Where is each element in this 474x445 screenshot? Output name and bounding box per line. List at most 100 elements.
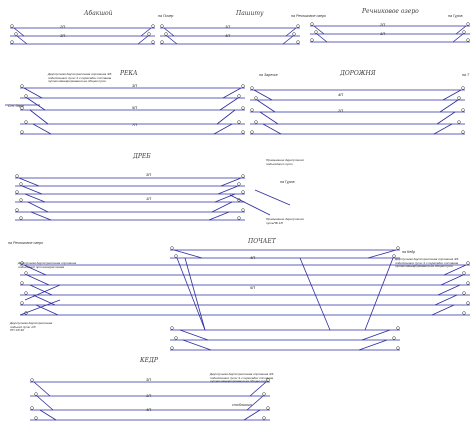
direction-label: Ст. Заря — [8, 104, 24, 108]
signal-icon — [237, 198, 241, 202]
turnout-line — [166, 35, 178, 45]
track-label: 4П — [146, 407, 152, 412]
signal-icon — [462, 311, 466, 315]
signal-icon — [174, 336, 178, 340]
turnout-line — [176, 257, 206, 331]
signal-icon — [310, 38, 314, 42]
turnout-line — [262, 123, 282, 135]
signal-icon — [392, 254, 396, 258]
signal-icon — [250, 130, 254, 134]
signal-icon — [160, 40, 164, 44]
station-title: РЕКА — [120, 70, 138, 77]
turnout-line — [163, 27, 175, 37]
signal-icon — [10, 24, 14, 28]
signal-icon — [262, 416, 266, 420]
signal-icon — [292, 32, 296, 36]
signal-icon — [296, 40, 300, 44]
turnout-line — [246, 395, 264, 411]
signal-icon — [250, 86, 254, 90]
turnout-line — [220, 177, 242, 187]
turnout-line — [437, 284, 461, 296]
track-label: 4П — [250, 255, 256, 260]
signal-icon — [310, 22, 314, 26]
scheme-note: Примыкание двухпутного путьПБ 1/8 — [266, 217, 305, 225]
turnout-line — [243, 409, 261, 421]
turnout-line — [440, 274, 464, 286]
signal-icon — [466, 301, 470, 305]
turnout-line — [211, 201, 233, 213]
signal-icon — [24, 120, 28, 124]
scheme-note: Двухпутная двухстрелочная горловина 4/6 … — [48, 72, 112, 84]
turnout-line — [36, 395, 54, 411]
track-label: 4П — [338, 92, 344, 97]
scheme-note: Двухпутная двухстрелочная горловина подъ… — [18, 261, 77, 269]
signal-icon — [457, 120, 461, 124]
turnout-line — [16, 35, 28, 45]
signal-icon — [237, 216, 241, 220]
track-label: 2П — [338, 108, 344, 113]
signal-icon — [20, 301, 24, 305]
turnout-line — [285, 27, 297, 37]
signal-icon — [19, 182, 23, 186]
branch-line — [229, 194, 271, 216]
direction-label: на Речниковое озеро — [291, 14, 327, 18]
signal-icon — [237, 120, 241, 124]
signal-icon — [461, 130, 465, 134]
signal-icon — [14, 32, 18, 36]
direction-label: на Пичер — [158, 14, 174, 18]
turnout-line — [23, 87, 43, 99]
turnout-line — [35, 304, 59, 316]
signal-icon — [466, 261, 470, 265]
signal-icon — [24, 291, 28, 295]
signal-icon — [151, 40, 155, 44]
track-label: 7П — [132, 122, 138, 127]
turnout-line — [27, 201, 49, 213]
turnout-line — [39, 409, 57, 421]
signal-icon — [24, 271, 28, 275]
turnout-line — [26, 274, 50, 286]
turnout-line — [26, 97, 46, 111]
track-label: 3П — [132, 83, 138, 88]
turnout-line — [259, 111, 279, 125]
signal-icon — [151, 24, 155, 28]
signal-icon — [241, 106, 245, 110]
station-title: Пашиту — [236, 10, 264, 17]
signal-icon — [174, 254, 178, 258]
signal-icon — [15, 190, 19, 194]
signal-icon — [396, 246, 400, 250]
turnout-line — [358, 339, 388, 351]
direction-label: на Т — [462, 73, 470, 77]
turnout-line — [217, 185, 239, 195]
turnout-line — [431, 304, 455, 316]
track-label: 2П — [60, 24, 66, 29]
track-label: 1П — [225, 24, 231, 29]
signal-icon — [241, 190, 245, 194]
track-label: 1П — [146, 393, 152, 398]
turnout-line — [33, 381, 51, 397]
signal-icon — [392, 336, 396, 340]
signal-icon — [461, 108, 465, 112]
direction-label: стоблисько — [232, 403, 253, 407]
turnout-line — [32, 123, 52, 135]
turnout-line — [214, 193, 236, 203]
signal-icon — [466, 38, 470, 42]
signal-icon — [296, 24, 300, 28]
scheme-note: Примыкание двухпутного подъездного пути — [266, 158, 305, 166]
tracks-layer — [5, 25, 470, 421]
turnout-line — [222, 87, 242, 99]
signal-icon — [170, 246, 174, 250]
turnout-line — [455, 25, 467, 35]
turnout-line — [434, 294, 458, 306]
signal-icon — [20, 84, 24, 88]
signal-icon — [266, 406, 270, 410]
track-label: 5П — [132, 105, 138, 110]
signal-icon — [19, 198, 23, 202]
turnout-line — [452, 33, 464, 43]
turnout-line — [29, 109, 49, 125]
scheme-note: Двухпутная двухстрелочная горловина 4/6 … — [210, 372, 274, 384]
turnout-line — [29, 284, 53, 296]
signal-icon — [15, 174, 19, 178]
direction-label: на Гуров — [280, 180, 295, 184]
signal-icon — [15, 208, 19, 212]
signal-icon — [241, 208, 245, 212]
